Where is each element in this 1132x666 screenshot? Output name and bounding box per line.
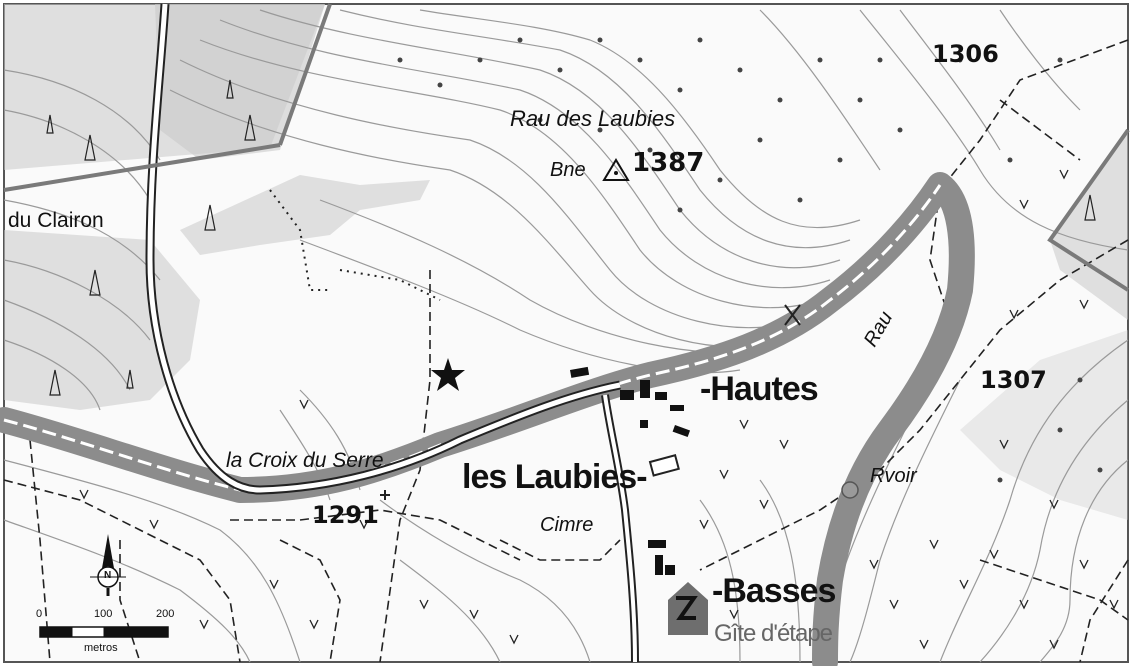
- label-elev-1306: 1306: [932, 40, 999, 68]
- house-icon: [668, 582, 708, 635]
- boundary-lines: [3, 3, 1130, 292]
- label-cimre: Cimre: [540, 514, 594, 536]
- label-elev-1291: 1291: [312, 501, 379, 529]
- scale-tick-0: 0: [36, 608, 43, 620]
- label-les-laubies: les Laubies-: [462, 458, 648, 496]
- reservoir-icon: [841, 481, 859, 499]
- label-elev-1307: 1307: [980, 366, 1047, 394]
- scale-bar: [39, 626, 169, 638]
- label-rvoir: Rvoir: [870, 465, 917, 487]
- label-hautes: -Hautes: [700, 370, 819, 408]
- label-borne: Bne: [550, 159, 586, 181]
- buildings: [570, 366, 691, 575]
- label-gite-etape: Gîte d'étape: [714, 620, 833, 647]
- triangle-summit-icon: [602, 158, 630, 181]
- crossing-marks: [380, 304, 801, 500]
- rock-dots: [397, 37, 1103, 483]
- label-basses: -Basses: [712, 572, 836, 610]
- vegetation-ticks: [79, 169, 1119, 650]
- scale-tick-200: 200: [156, 608, 175, 620]
- hatched-building: [648, 454, 680, 477]
- scale-tick-100: 100: [94, 608, 113, 620]
- label-la-croix-du-serre: la Croix du Serre: [226, 449, 384, 472]
- label-ruisseau-laubies: Rau des Laubies: [510, 106, 676, 131]
- conifer-symbols: [46, 79, 1096, 396]
- label-summit-1387: 1387: [632, 148, 705, 178]
- scale-unit: metros: [84, 642, 118, 654]
- north-arrow-icon: [90, 534, 126, 596]
- label-du-clairon: du Clairon: [8, 209, 104, 232]
- compass-north-label: N: [104, 570, 112, 581]
- star-marker-icon[interactable]: [431, 358, 465, 391]
- dotted-paths: [269, 189, 441, 301]
- minor-road: [145, 3, 639, 663]
